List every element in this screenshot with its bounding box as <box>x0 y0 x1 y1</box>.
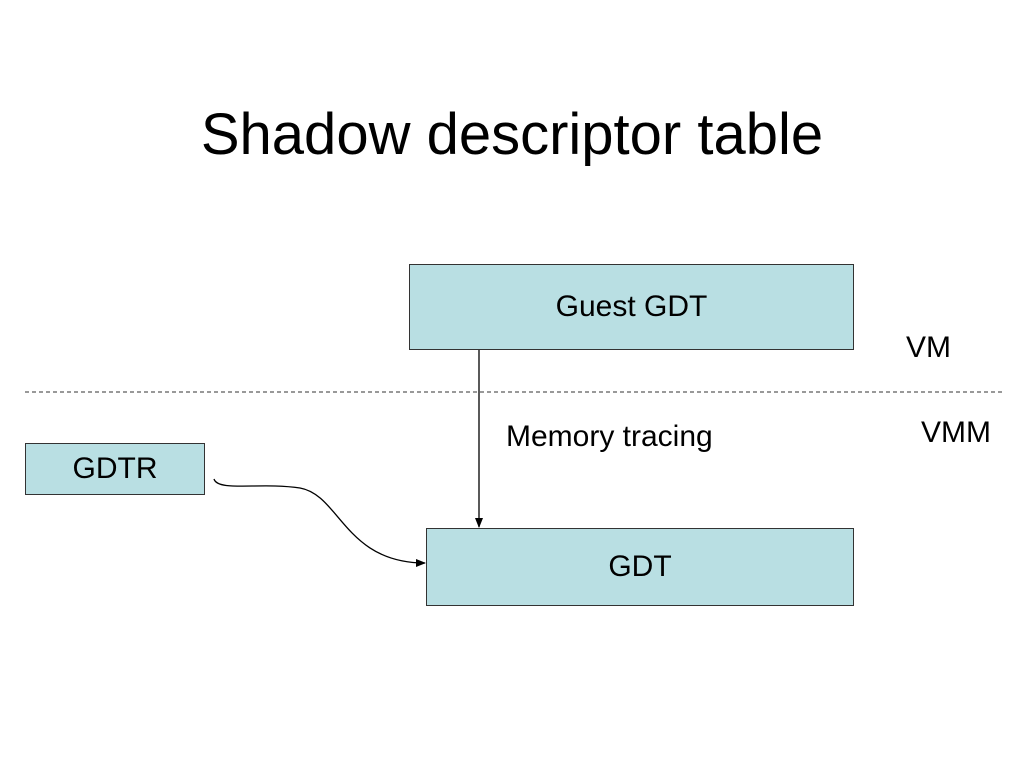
gdtr-to-gdt-arrow <box>213 478 426 567</box>
slide-title: Shadow descriptor table <box>200 102 824 167</box>
gdtr-box: GDTR <box>25 443 205 495</box>
guest-gdt-box: Guest GDT <box>409 264 854 350</box>
gdt-label: GDT <box>608 550 672 583</box>
gdtr-label: GDTR <box>72 452 158 485</box>
gdt-box: GDT <box>426 528 854 606</box>
guest-gdt-label: Guest GDT <box>555 290 708 323</box>
memory-tracing-label: Memory tracing <box>506 420 713 453</box>
vmm-region-label: VMM <box>921 416 991 449</box>
vm-region-label: VM <box>906 331 951 364</box>
